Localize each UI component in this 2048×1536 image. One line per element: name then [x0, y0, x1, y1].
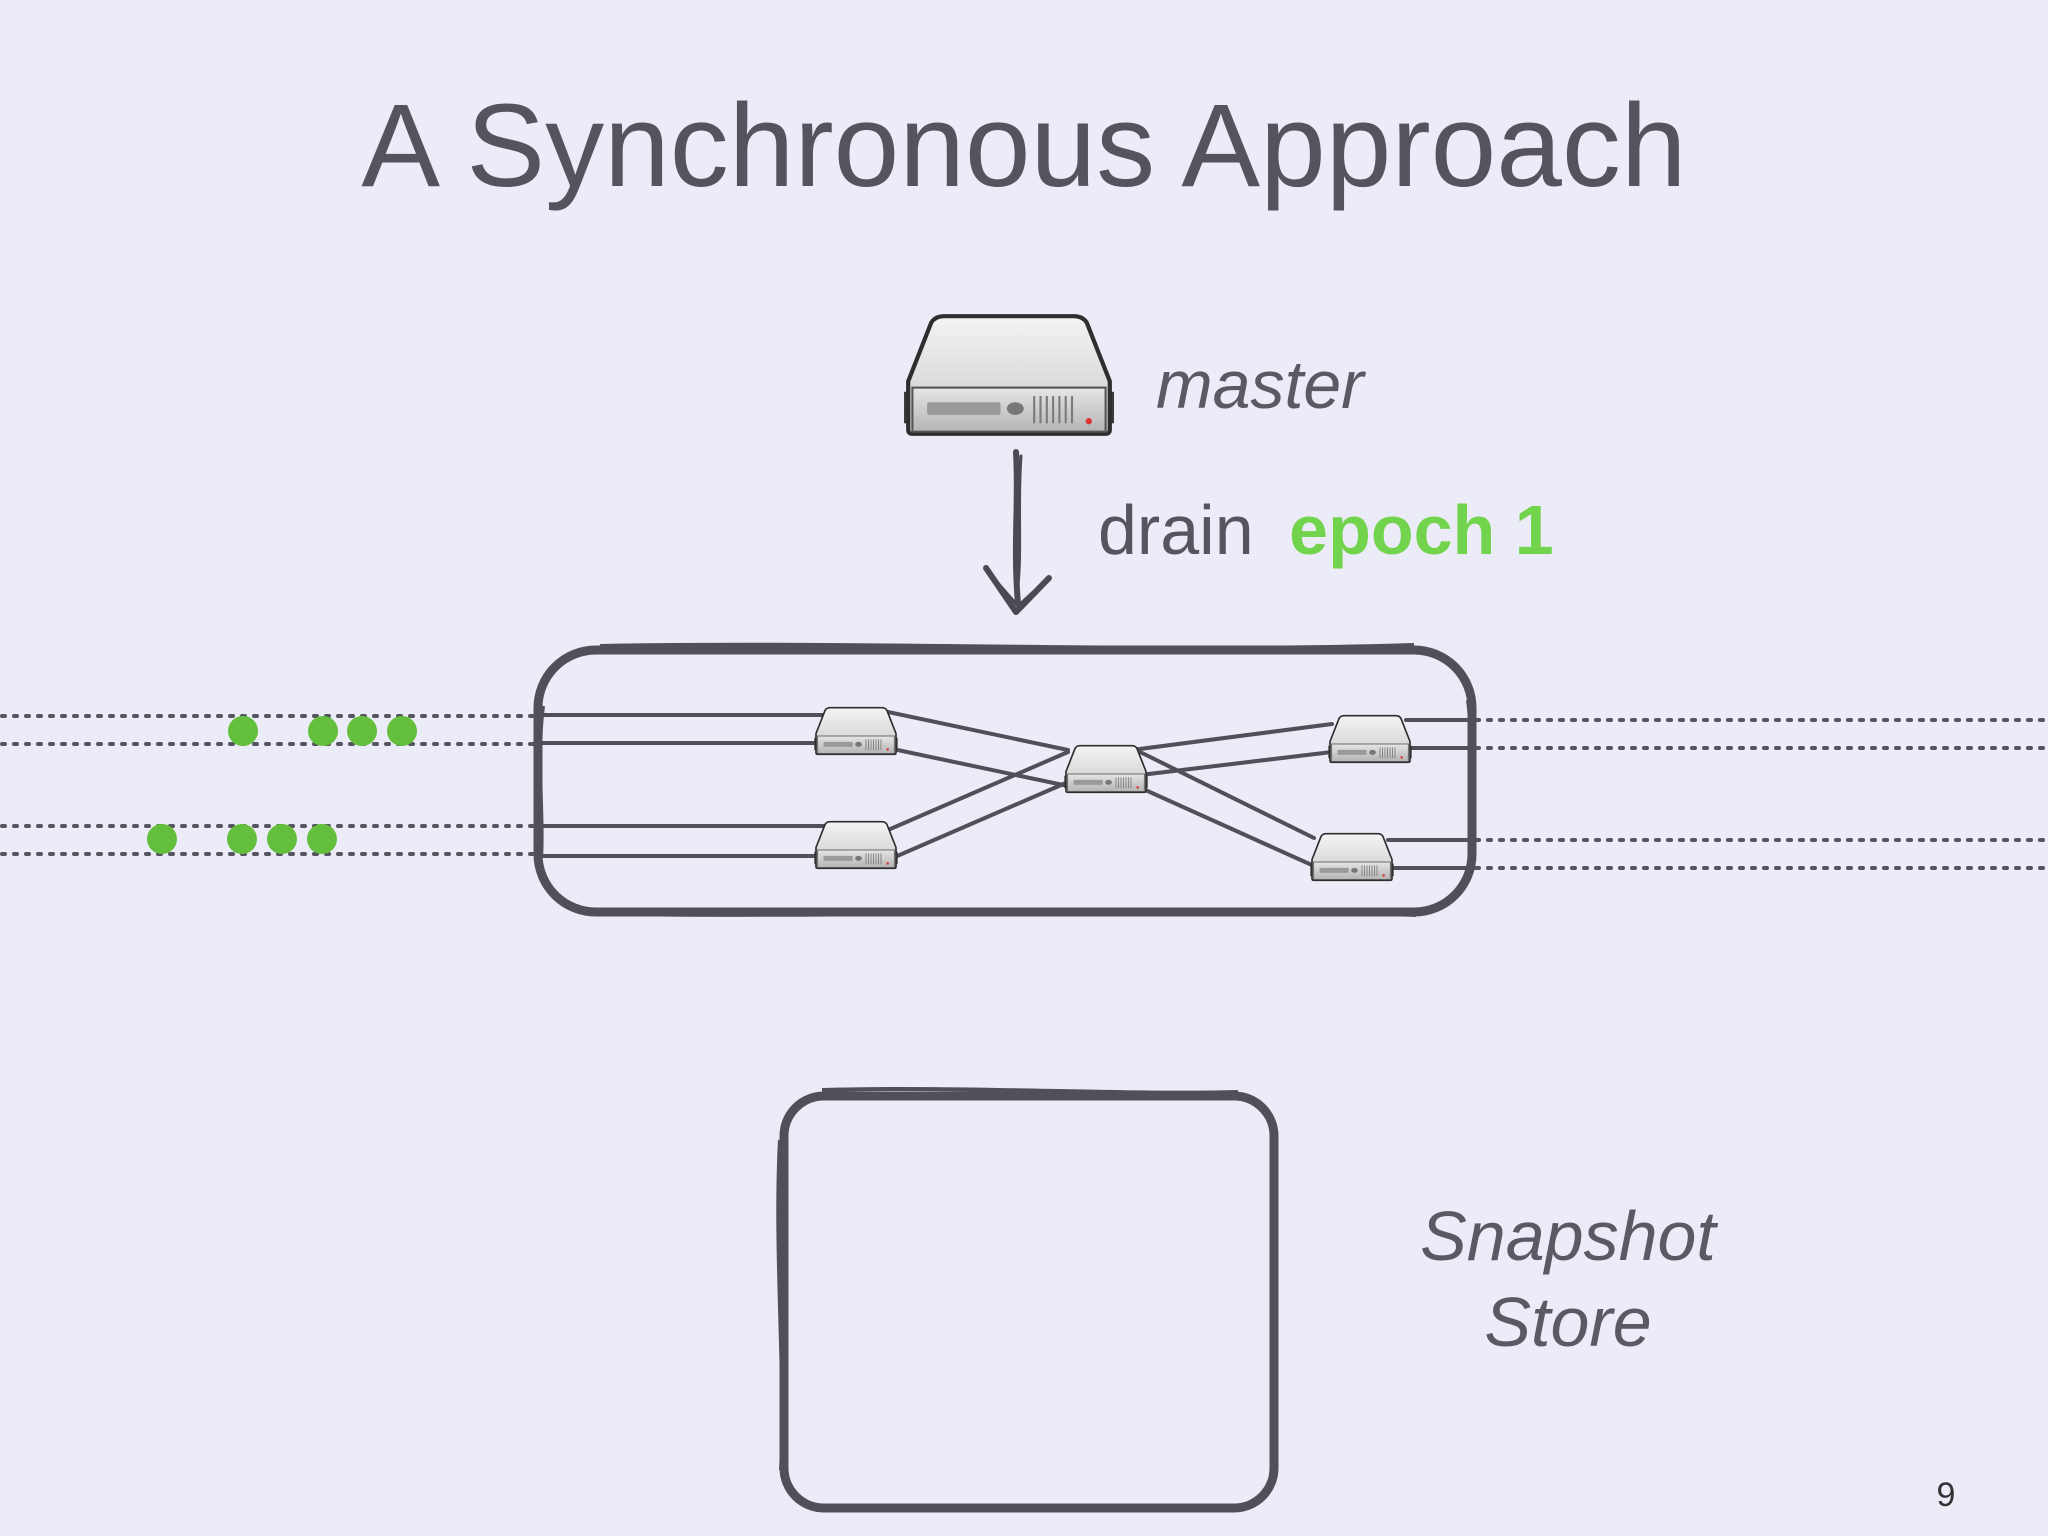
operator-server-icon: [813, 820, 899, 870]
drain-command-prefix: drain: [1098, 491, 1254, 569]
record-dot: [227, 824, 257, 854]
record-dot: [308, 716, 338, 746]
snapshot-store-label-line2: Store: [1484, 1283, 1651, 1361]
record-dot: [387, 716, 417, 746]
record-dot: [347, 716, 377, 746]
record-dot: [228, 716, 258, 746]
drain-command: drain epoch 1: [1098, 491, 1554, 570]
operator-server-icon: [1327, 714, 1413, 764]
page-title: A Synchronous Approach: [361, 80, 1686, 212]
master-label: master: [1156, 347, 1366, 423]
drain-command-epoch: epoch 1: [1289, 491, 1554, 569]
master-server-icon: [904, 316, 1114, 434]
dataflow-container: [533, 642, 1477, 917]
record-dot: [267, 824, 297, 854]
operator-server-icon: [813, 706, 899, 756]
snapshot-store-label-line1: Snapshot: [1420, 1197, 1718, 1275]
input-streams: [0, 714, 540, 856]
stream-records: [147, 716, 417, 854]
record-dot: [307, 824, 337, 854]
internal-channels: [538, 710, 1472, 870]
drain-arrow-icon: [983, 449, 1052, 615]
operator-server-icon: [1309, 832, 1395, 882]
output-streams: [1474, 718, 2048, 870]
operator-server-icon: [1063, 744, 1149, 794]
record-dot: [147, 824, 177, 854]
page-number: 9: [1937, 1476, 1956, 1514]
snapshot-store-box: [776, 1086, 1279, 1513]
